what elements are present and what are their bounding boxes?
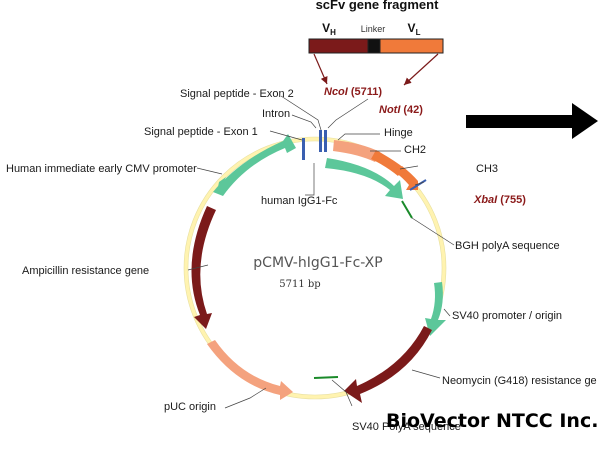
right-arrow-icon: [466, 103, 598, 139]
linker-label: Linker: [361, 24, 386, 34]
puc-origin-arc: [207, 340, 293, 400]
label-ch2: CH2: [404, 144, 426, 156]
vh-label: VH: [322, 21, 336, 37]
signal-exon1-mark: [302, 138, 305, 160]
vl-segment: [379, 38, 444, 54]
fragment-title: scFv gene fragment: [316, 0, 439, 12]
label-intron: Intron: [262, 108, 290, 120]
label-signal-exon1: Signal peptide - Exon 1: [144, 126, 258, 138]
label-puc-origin: pUC origin: [164, 401, 216, 413]
label-neomycin: Neomycin (G418) resistance ge: [442, 375, 597, 387]
signal-exon2-mark: [324, 130, 327, 152]
label-ch3: CH3: [476, 163, 498, 175]
hinge-ch2-arc: [333, 140, 380, 162]
label-sv40-polya: SV40 PolyA sequence: [352, 421, 461, 433]
plasmid-size: 5711 bp: [279, 279, 320, 290]
plasmid-name: pCMV-hIgG1-Fc-XP: [253, 255, 382, 271]
linker-segment: [367, 38, 381, 54]
label-hinge: Hinge: [384, 127, 413, 139]
noti-arrow: [403, 53, 439, 86]
bgh-polya-mark: [401, 200, 413, 219]
vl-label: VL: [408, 21, 421, 37]
ch3-arc: [396, 166, 418, 190]
label-sv40-promoter: SV40 promoter / origin: [452, 310, 562, 322]
label-igg1-fc: human IgG1-Fc: [261, 195, 338, 207]
intron-mark: [319, 130, 322, 152]
neomycin-arc: [344, 326, 432, 403]
site-noti: NotI(42): [379, 104, 423, 116]
brand-logo-text: BioVector NTCC Inc.: [386, 410, 598, 432]
ncoi-arrow: [313, 53, 328, 85]
sv40-polya-mark: [313, 376, 339, 379]
label-bgh-polya: BGH polyA sequence: [455, 240, 560, 252]
igg1-fc-arc: [325, 158, 403, 199]
xbai-mark: [409, 179, 427, 191]
site-xbai: XbaI(755): [473, 194, 526, 206]
ch2-arc: [371, 150, 404, 176]
label-signal-exon2: Signal peptide - Exon 2: [180, 88, 294, 100]
label-cmv-promoter: Human immediate early CMV promoter: [6, 163, 197, 175]
plasmid-backbone: [184, 137, 446, 399]
label-ampicillin: Ampicillin resistance gene: [22, 265, 149, 277]
cmv-promoter-arc: [213, 134, 296, 196]
scfv-fragment-bar: [308, 38, 444, 54]
ampicillin-arc: [191, 206, 216, 329]
vh-segment: [308, 38, 369, 54]
sv40-promoter-arc: [425, 282, 446, 336]
site-ncoi: NcoI(5711): [324, 86, 382, 98]
